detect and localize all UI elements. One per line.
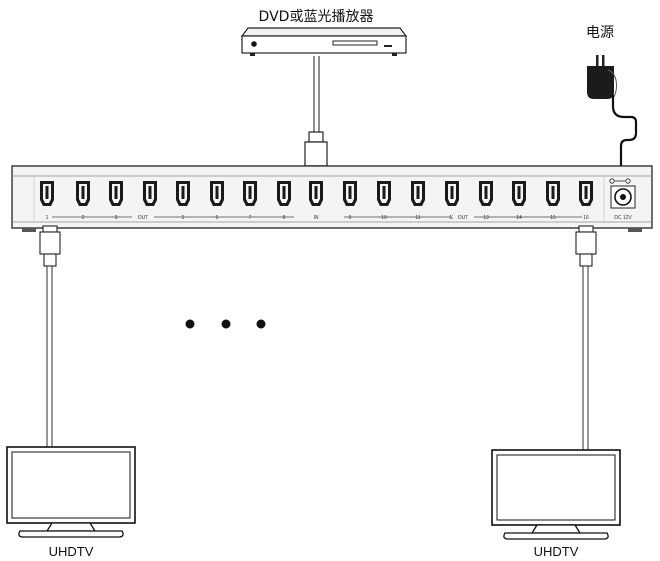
port-number-background xyxy=(42,213,52,221)
out-label-left: OUT xyxy=(138,215,149,221)
power-label: 电源 xyxy=(586,25,614,41)
hdmi-input-port xyxy=(309,181,323,206)
output-port-number: 16 xyxy=(583,215,589,221)
output-port-number: 8 xyxy=(283,215,286,221)
hdmi-output-port xyxy=(40,181,54,206)
hdmi-output-port xyxy=(445,181,459,206)
port-label-row: OUT OUT IN xyxy=(52,213,582,221)
hdmi-output-port xyxy=(546,181,560,206)
display-label-left: UHDTV xyxy=(49,544,94,559)
output-port-number: 14 xyxy=(516,215,522,221)
output-port-number: 5 xyxy=(182,215,185,221)
output-port-number: 6 xyxy=(216,215,219,221)
hdmi-cable-output-left xyxy=(39,225,61,447)
hdmi-cable-output-right xyxy=(575,225,597,450)
tv-monitor-icon xyxy=(6,446,136,538)
hdmi-output-port xyxy=(243,181,257,206)
hdmi-output-port xyxy=(277,181,291,206)
hdmi-output-port xyxy=(143,181,157,206)
hdmi-output-port xyxy=(210,181,224,206)
source-label: DVD或蓝光播放器 xyxy=(259,9,374,25)
display-label-right: UHDTV xyxy=(534,544,579,559)
hdmi-output-port xyxy=(512,181,526,206)
ellipsis-dots-icon xyxy=(185,319,266,329)
dc-power-jack: DC 12V xyxy=(609,178,636,221)
output-port-number: 12 xyxy=(449,215,455,221)
output-port-number: 11 xyxy=(415,215,420,221)
hdmi-cable-input xyxy=(304,56,328,173)
output-port-number: 9 xyxy=(349,215,352,221)
hdmi-output-port xyxy=(377,181,391,206)
hdmi-output-port xyxy=(579,181,593,206)
hdmi-output-port xyxy=(411,181,425,206)
hdmi-output-port xyxy=(109,181,123,206)
hdmi-output-port xyxy=(479,181,493,206)
in-label: IN xyxy=(314,215,319,221)
output-port-number: 13 xyxy=(483,215,489,221)
output-port-number: 1 xyxy=(46,215,49,221)
dc-jack-label: DC 12V xyxy=(614,215,632,221)
output-port-number: 3 xyxy=(115,215,118,221)
hdmi-output-port xyxy=(76,181,90,206)
power-adapter-icon xyxy=(587,55,638,182)
tv-monitor-icon xyxy=(491,449,621,540)
output-port-number: 15 xyxy=(550,215,556,221)
out-label-right: OUT xyxy=(458,215,469,221)
output-port-number: 2 xyxy=(82,215,85,221)
output-port-number: 10 xyxy=(381,215,387,221)
hdmi-output-port xyxy=(176,181,190,206)
hdmi-output-port xyxy=(343,181,357,206)
output-port-number: 7 xyxy=(249,215,252,221)
port-number-background xyxy=(581,213,591,221)
dvd-player-icon xyxy=(240,27,408,56)
